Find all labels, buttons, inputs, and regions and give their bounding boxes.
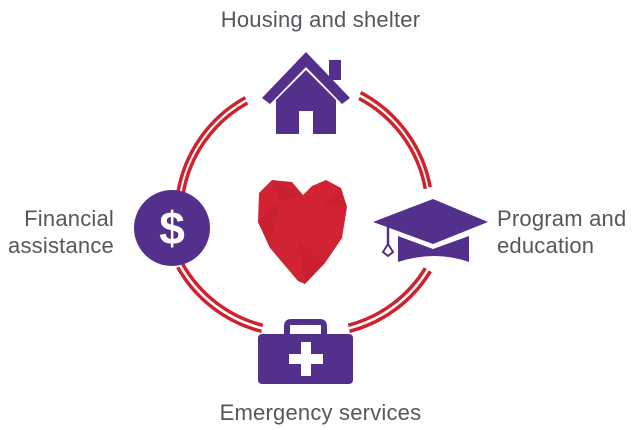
- label-financial-line-2: assistance: [8, 233, 114, 258]
- label-emergency: Emergency services: [0, 399, 641, 426]
- ring: [175, 91, 432, 333]
- label-program-line-1: Program and: [497, 206, 627, 231]
- ring-arc-bottom-left: [176, 266, 262, 333]
- medical-kit-icon: [258, 319, 353, 384]
- label-financial: Financial assistance: [8, 205, 114, 259]
- ring-inner-arc-top-right: [358, 96, 428, 190]
- label-financial-line-1: Financial: [24, 206, 114, 231]
- label-emergency-line: Emergency services: [219, 400, 422, 425]
- ring-inner-arc-bottom-left: [181, 263, 264, 327]
- ring-inner-line: [181, 96, 428, 327]
- label-program: Program and education: [497, 205, 626, 259]
- house-icon: [262, 52, 350, 134]
- ring-arc-top-right: [359, 91, 432, 188]
- label-housing-line: Housing and shelter: [220, 7, 421, 32]
- dollar-sign: $: [159, 202, 185, 254]
- label-program-line-2: education: [497, 233, 595, 258]
- ring-arc-top-left: [175, 96, 247, 194]
- ring-inner-arc-bottom-right: [347, 267, 427, 327]
- ring-inner-arc-top-left: [181, 101, 249, 197]
- dollar-coin-icon: $: [134, 190, 210, 266]
- heart-icon: [258, 180, 347, 284]
- graduation-cap-icon: [373, 199, 488, 262]
- ring-outer-line: [175, 91, 432, 333]
- ring-arc-bottom-right: [349, 270, 432, 333]
- label-housing: Housing and shelter: [0, 6, 641, 33]
